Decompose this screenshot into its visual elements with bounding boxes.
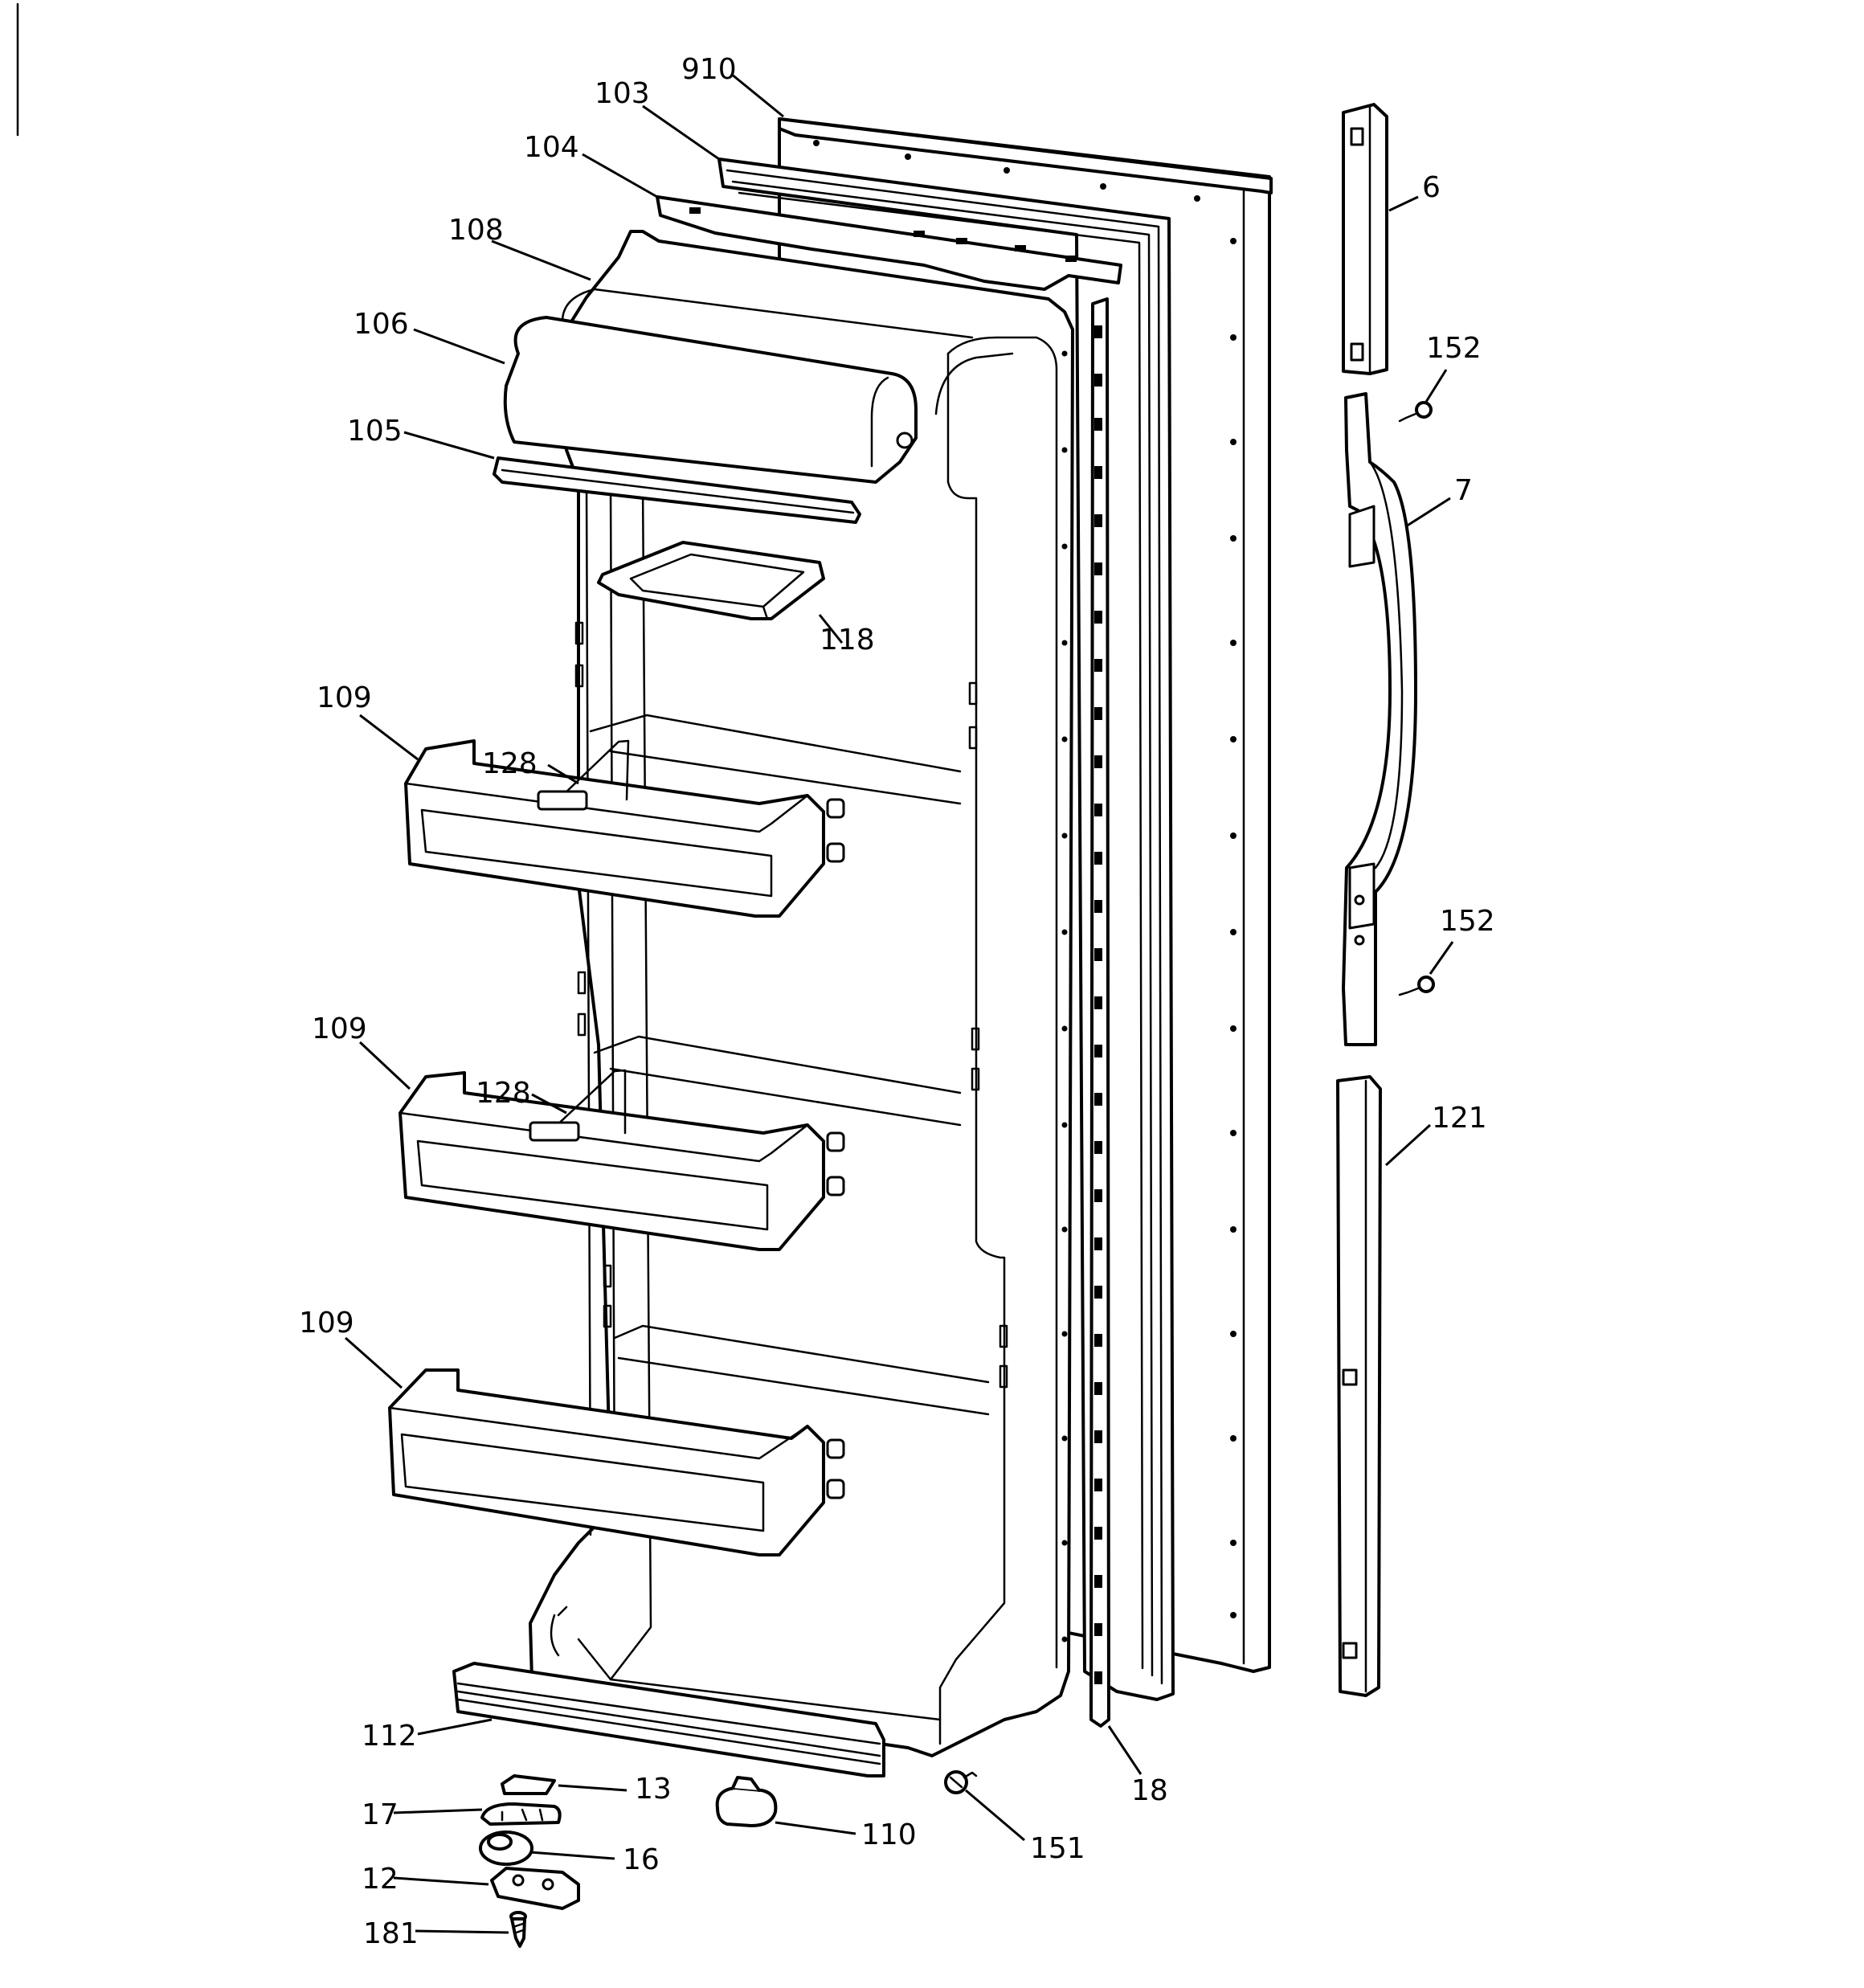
top-retainer-strip	[656, 195, 1122, 291]
callout-16: 16	[623, 1843, 660, 1876]
callout-128-middle: 128	[476, 1077, 531, 1110]
callout-12: 12	[362, 1863, 399, 1896]
callout-109-lower: 109	[299, 1307, 354, 1340]
callout-151: 151	[1030, 1832, 1085, 1865]
hinge-spacer-clip	[480, 1802, 562, 1826]
small-tray	[597, 541, 825, 620]
hinge-bracket	[490, 1867, 580, 1910]
callout-152-lower: 152	[1440, 905, 1495, 938]
hinge-screw	[509, 1911, 527, 1948]
handle-screw-upper	[1398, 401, 1433, 423]
callout-labels: 910 103 104 108 106 105 118 109 128 109 …	[299, 53, 1495, 1950]
door-gasket	[717, 157, 1175, 1701]
callout-109-middle: 109	[312, 1012, 367, 1045]
dairy-door-hinge-bar	[493, 456, 861, 524]
handle-screw-lower	[1398, 976, 1435, 996]
callout-104: 104	[524, 131, 579, 164]
hinge-bushing	[479, 1831, 533, 1866]
callout-181: 181	[363, 1917, 419, 1950]
door-screw	[944, 1770, 978, 1794]
callout-128-upper: 128	[482, 747, 538, 780]
callout-7: 7	[1454, 474, 1473, 507]
handle-bottom-trim	[1336, 1075, 1382, 1697]
door-inner-liner	[529, 230, 1074, 1757]
door-panel-mounting-holes	[813, 140, 1237, 1618]
liner-mounting-strip	[1089, 297, 1110, 1728]
dairy-compartment-door	[503, 316, 918, 484]
callout-108: 108	[448, 214, 504, 247]
callout-121: 121	[1432, 1102, 1487, 1135]
bottom-trim	[452, 1662, 885, 1777]
callout-152-upper: 152	[1426, 332, 1482, 365]
door-bin-lower	[388, 1368, 845, 1556]
callout-106: 106	[354, 308, 409, 341]
callout-13: 13	[635, 1773, 672, 1806]
handle-top-cap	[1342, 103, 1388, 375]
hinge-shim	[501, 1774, 556, 1795]
callout-105: 105	[347, 415, 403, 448]
callout-17: 17	[362, 1798, 399, 1831]
callout-109-upper: 109	[317, 681, 372, 714]
callout-103: 103	[595, 77, 650, 110]
door-bin-middle	[399, 1069, 845, 1251]
callout-118: 118	[820, 624, 875, 657]
door-stop	[715, 1776, 778, 1827]
callout-110: 110	[861, 1818, 917, 1851]
leader-lines	[345, 72, 1454, 1934]
callout-18: 18	[1131, 1774, 1168, 1807]
door-bin-upper	[404, 739, 845, 918]
callout-112: 112	[362, 1720, 417, 1753]
door-handle	[1342, 392, 1417, 1046]
liner-edge-holes	[1061, 350, 1068, 1642]
liner-shelf-slots	[574, 621, 1008, 1389]
callout-910: 910	[681, 53, 737, 86]
callout-6: 6	[1422, 171, 1441, 204]
